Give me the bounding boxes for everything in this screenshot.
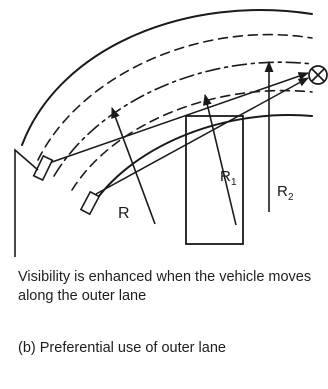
obstacle-icon bbox=[308, 65, 328, 85]
radius-r-label: R bbox=[118, 205, 130, 222]
note-leader-line bbox=[14, 148, 39, 257]
radius-r-arrow bbox=[111, 106, 156, 225]
radius-r2-subscript: 2 bbox=[288, 192, 294, 203]
inner-lane-sight-line bbox=[95, 77, 309, 195]
radius-r1-arrow bbox=[202, 93, 237, 226]
inner-lane-vehicle bbox=[79, 190, 101, 216]
outer-lane-dashed-line bbox=[37, 33, 313, 161]
road-inner-edge bbox=[91, 114, 313, 207]
outer-lane-vehicle bbox=[32, 154, 54, 182]
inner-lane-dashed-line bbox=[71, 89, 313, 191]
figure-caption: (b) Preferential use of outer lane bbox=[18, 340, 226, 356]
visibility-note: Visibility is enhanced when the vehicle … bbox=[18, 269, 312, 304]
centre-dash-dot-line bbox=[53, 61, 313, 177]
radius-r2-label: R bbox=[277, 183, 288, 200]
outer-lane-sight-line bbox=[51, 72, 309, 163]
sight-obstruction-building bbox=[185, 115, 244, 245]
radius-r1-subscript: 1 bbox=[231, 177, 237, 188]
radius-r1-label: R bbox=[220, 168, 231, 185]
road-outer-edge bbox=[21, 9, 313, 146]
